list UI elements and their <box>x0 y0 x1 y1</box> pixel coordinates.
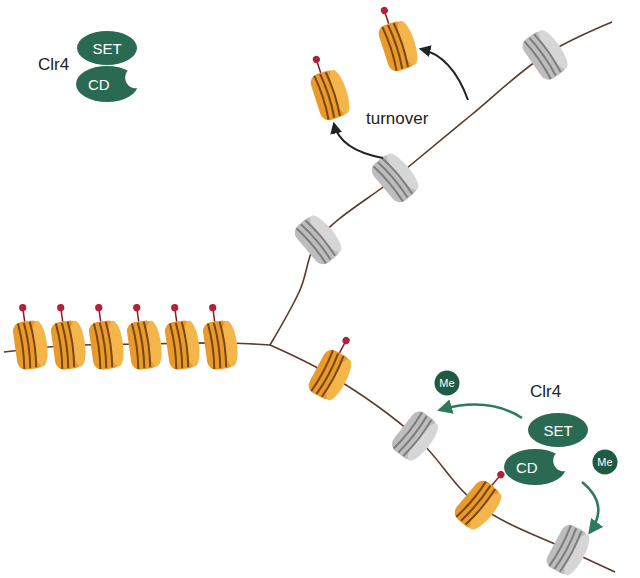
nucleosome <box>543 522 594 578</box>
domain-label: CD <box>516 460 538 475</box>
turnover-arrow <box>421 49 468 100</box>
nucleosome <box>47 301 88 370</box>
protein-name: Clr4 <box>530 383 561 402</box>
nucleosome <box>291 211 346 268</box>
process-label: turnover <box>366 110 428 129</box>
domain-label: SET <box>92 41 121 56</box>
chromodomain: CD <box>76 66 138 102</box>
turnover-arrow <box>334 124 383 158</box>
nucleosome <box>85 301 126 370</box>
methyl-mark: Me <box>592 449 618 475</box>
set-domain: SET <box>77 31 137 65</box>
nucleosome <box>388 408 443 466</box>
domain-label: CD <box>88 77 110 92</box>
domain-label: Me <box>439 378 454 389</box>
methylation-arrow <box>440 405 522 418</box>
chromodomain: CD <box>504 449 566 485</box>
nucleosome <box>305 331 364 404</box>
methylation-arrow <box>582 482 598 532</box>
nucleosome <box>123 301 164 370</box>
nucleosome <box>199 301 240 370</box>
nucleosome <box>519 26 573 84</box>
dna-strand <box>270 22 612 345</box>
nucleosome <box>161 301 202 370</box>
nucleosome <box>371 1 422 73</box>
nucleosome <box>9 301 50 370</box>
domain-label: Me <box>597 457 612 468</box>
nucleosome <box>303 50 354 122</box>
domain-label: SET <box>543 423 572 438</box>
protein-name: Clr4 <box>38 56 69 75</box>
set-domain: SET <box>528 413 588 447</box>
methyl-mark: Me <box>434 370 460 396</box>
